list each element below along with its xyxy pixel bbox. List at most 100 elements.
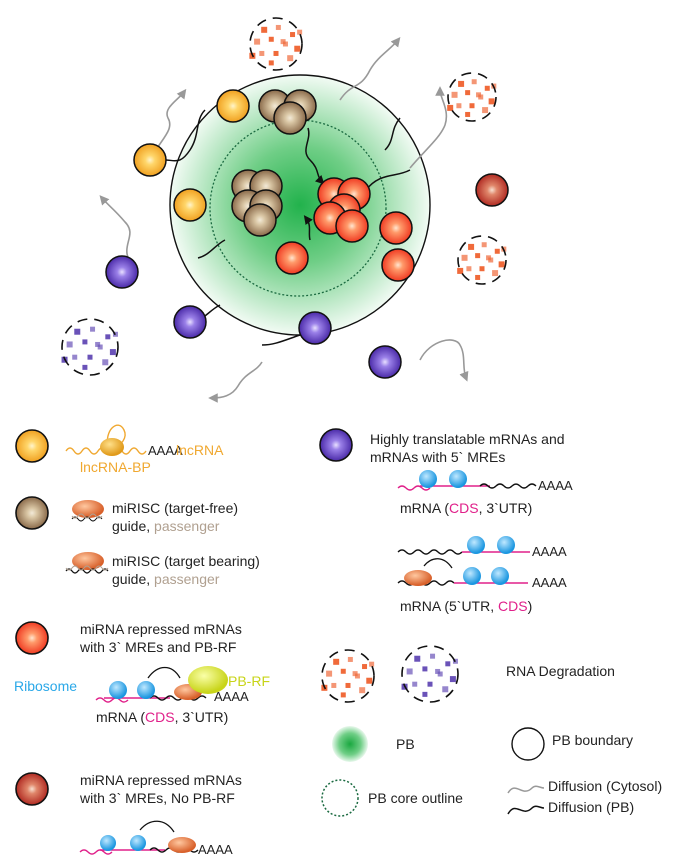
degradation-fragment — [435, 668, 441, 674]
degradation-fragment — [294, 45, 301, 52]
legend-mirisc-free: miRISC (target-free) guide, passenger — [15, 496, 238, 534]
degradation-fragment — [273, 50, 279, 56]
particles — [105, 89, 509, 379]
degradation-fragment — [105, 334, 111, 340]
mirisc-bound-strands: guide, passenger — [112, 571, 220, 587]
repressed-pbrf-particle — [379, 211, 413, 245]
degradation-fragment — [481, 242, 487, 248]
mirisc-marker — [15, 496, 49, 530]
degradation-fragment — [465, 90, 471, 96]
mirisc-particle — [243, 203, 277, 237]
degradation-fragment — [331, 682, 337, 688]
degradation-fragment — [476, 92, 482, 98]
degradation-fragment — [340, 668, 346, 674]
legend-repressed-pbrf: miRNA repressed mRNAs with 3` MREs and P… — [14, 621, 270, 725]
degradation-fragment — [66, 341, 73, 348]
degradation-fragment — [72, 354, 78, 360]
degradation-fragment — [326, 670, 333, 677]
polya: AAAA — [538, 478, 573, 493]
legend-mirisc-bound: miRISC (target bearing) guide, passenger — [65, 552, 260, 587]
legend-pb-core: PB core outline — [321, 779, 463, 817]
mirisc-bound-title: miRISC (target bearing) — [112, 553, 260, 569]
translatable-particle — [173, 305, 207, 339]
target-strand — [65, 568, 109, 574]
cds-text: CDS — [449, 500, 479, 516]
sep-text: , — [146, 518, 154, 534]
mrna1-pre: mRNA ( — [400, 500, 449, 516]
repressed-nopbrf-marker — [15, 772, 49, 806]
degradation-cluster-purple — [61, 318, 119, 376]
degradation-fragment — [427, 681, 433, 687]
guide-text: guide — [112, 571, 146, 587]
degradation-fragment — [345, 682, 351, 688]
diffusion-cytosol-swatch — [507, 785, 545, 794]
degradation-fragment — [458, 80, 465, 87]
degradation-fragment — [494, 248, 500, 254]
degradation-fragment — [442, 686, 449, 693]
mrna2-label: mRNA (5`UTR, CDS) — [400, 598, 532, 614]
degradation-fragment — [352, 671, 358, 677]
degradation-fragment — [280, 39, 286, 45]
ribosome-shape — [463, 567, 481, 585]
legend-lncrna: AAAA lncRNA lncRNA-BP — [15, 424, 224, 475]
lncrna-bp-label: lncRNA-BP — [80, 459, 151, 475]
degradation-fragment — [430, 653, 436, 659]
mrna-strand — [397, 485, 431, 491]
repression-arc — [139, 820, 175, 833]
degradation-fragment — [475, 274, 481, 280]
lncrna-marker — [15, 429, 49, 463]
argonaute-shape — [72, 552, 104, 570]
degradation-fragment — [82, 339, 88, 345]
degradation-fragment — [359, 687, 366, 694]
degradation-fragment — [268, 36, 274, 42]
translatable-line1: Highly translatable mRNAs and — [370, 431, 565, 447]
passenger-text: passenger — [154, 518, 220, 534]
ribosome-shape — [130, 835, 146, 851]
translatable-particle — [298, 311, 332, 345]
mrna-pre: mRNA ( — [96, 709, 145, 725]
pb-boundary-swatch — [511, 727, 545, 761]
pbrf-shape — [188, 666, 228, 694]
argonaute-shape — [168, 837, 196, 853]
degradation-fragment — [484, 85, 490, 91]
degradation-fragment — [406, 668, 413, 675]
degradation-ring — [457, 235, 507, 285]
pb-boundary-label: PB boundary — [552, 732, 633, 748]
degradation-ring — [61, 318, 119, 376]
legend-pb: PB — [332, 726, 415, 762]
diffusion-cytosol-paths — [99, 37, 469, 403]
mrna-utr5 — [397, 549, 463, 555]
degradation-fragment — [475, 253, 481, 259]
ribosome-shape — [419, 470, 437, 488]
repressed-nopbrf-particle — [475, 173, 509, 207]
repressed-nopbrf-line1: miRNA repressed mRNAs — [80, 772, 242, 788]
lncrna-bp-shape — [100, 438, 124, 456]
degradation-fragment — [87, 354, 93, 360]
degradation-fragment — [109, 349, 116, 356]
repressed-pbrf-marker — [15, 621, 49, 655]
repressed-pbrf-line2: with 3` MREs and PB-RF — [79, 639, 236, 655]
degradation-fragment — [468, 243, 475, 250]
pbrf-label: PB-RF — [228, 673, 270, 689]
mrna2-pre: mRNA (5`UTR, — [400, 598, 498, 614]
ribosome-label: Ribosome — [14, 678, 77, 694]
degradation-fragment — [347, 656, 353, 662]
ribosome-shape — [497, 536, 515, 554]
polya: AAAA — [214, 689, 249, 704]
degradation-fragment — [466, 266, 472, 272]
degradation-fragment — [275, 24, 281, 30]
legend: AAAA lncRNA lncRNA-BP miRISC (target-fre… — [14, 424, 662, 857]
translatable-line2: mRNAs with 5` MREs — [370, 449, 505, 465]
degradation-fragment — [469, 103, 475, 109]
degradation-fragment — [498, 261, 505, 268]
degradation-fragment — [422, 666, 428, 672]
repression-arc — [147, 666, 181, 679]
degradation-fragment — [449, 676, 456, 683]
mrna-utr5 — [397, 580, 455, 586]
translatable-marker — [319, 428, 353, 462]
passenger-strand — [71, 513, 103, 519]
degradation-fragment — [95, 341, 101, 347]
degradation-ring — [321, 649, 375, 703]
degradation-fragment — [340, 692, 346, 698]
